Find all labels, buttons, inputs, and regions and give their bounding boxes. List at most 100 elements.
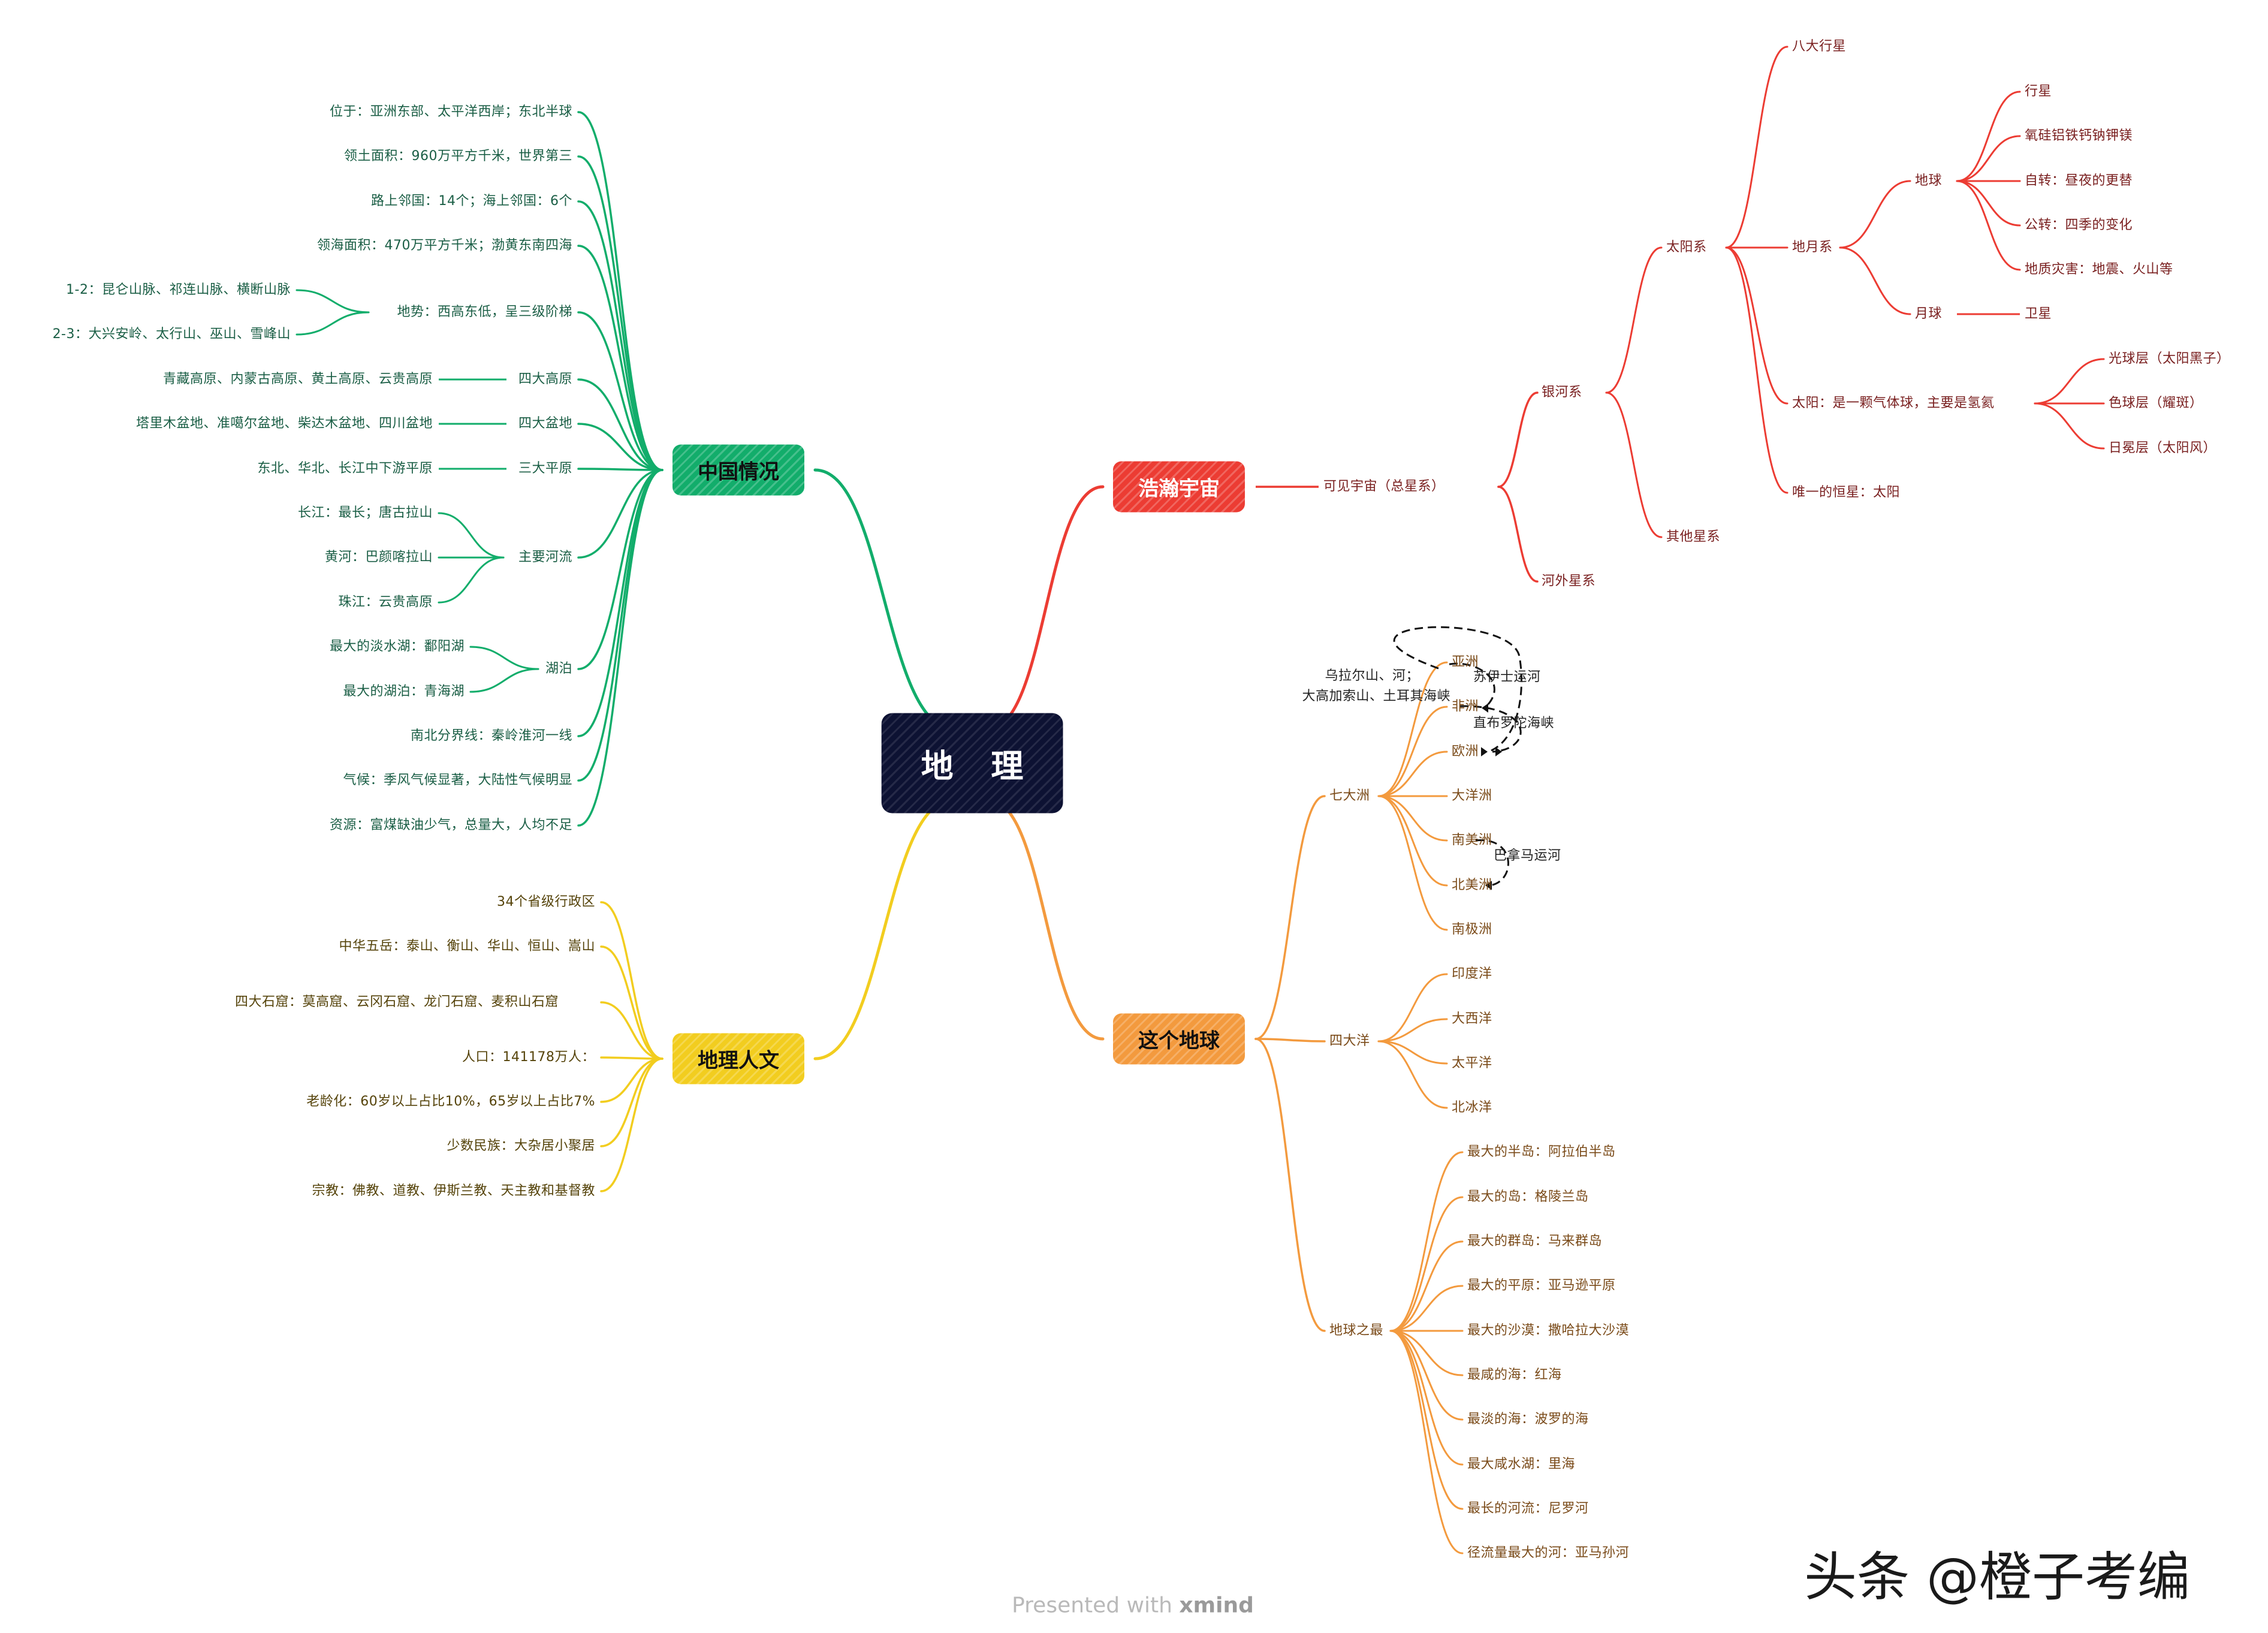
earth-disasters[interactable]: 地质灾害：地震、火山等 (2025, 262, 2173, 277)
sun-corona[interactable]: 日冕层（太阳风） (2109, 441, 2217, 456)
china-climate[interactable]: 气候：季风气候显著，大陆性气候明显 (343, 773, 572, 788)
uni-only-star[interactable]: 唯一的恒星：太阳 (1792, 485, 1901, 500)
earth-planet[interactable]: 行星 (2025, 84, 2052, 99)
connector-earth-group (1254, 795, 1326, 1040)
lake-poyang[interactable]: 最大的淡水湖：鄱阳湖 (329, 639, 465, 654)
hum-minorities[interactable]: 少数民族：大杂居小聚居 (447, 1138, 595, 1153)
record-island[interactable]: 最大的岛：格陵兰岛 (1467, 1189, 1589, 1204)
note-panama[interactable]: 巴拿马运河 (1494, 848, 1561, 863)
uni-visible[interactable]: 可见宇宙（总星系） (1323, 479, 1445, 494)
sun-chromosphere[interactable]: 色球层（耀斑） (2109, 396, 2203, 411)
china-plateaus[interactable]: 四大高原 (518, 372, 572, 387)
china-plains[interactable]: 三大平原 (518, 461, 572, 476)
plateaus-list[interactable]: 青藏高原、内蒙古高原、黄土高原、云贵高原 (162, 372, 433, 387)
connector-record (1389, 1330, 1464, 1421)
moon-satellite[interactable]: 卫星 (2025, 306, 2052, 321)
ocean-atlantic[interactable]: 大西洋 (1452, 1011, 1492, 1026)
uni-sun[interactable]: 太阳：是一颗气体球，主要是氢氦 (1792, 396, 1995, 411)
note-suez[interactable]: 苏伊士运河 (1473, 670, 1541, 685)
earth-continents[interactable]: 七大洲 (1329, 788, 1370, 803)
connector-china-item (577, 469, 663, 670)
continent-africa[interactable]: 非洲 (1452, 699, 1479, 714)
earth-records[interactable]: 地球之最 (1329, 1323, 1384, 1338)
earth-revolution[interactable]: 公转：四季的变化 (2025, 218, 2133, 233)
uni-solar-system[interactable]: 太阳系 (1666, 240, 1707, 255)
topic-humanities[interactable]: 地理人文 (672, 1033, 804, 1084)
connector-earth-moon (1839, 180, 1911, 249)
sun-photosphere[interactable]: 光球层（太阳黑子） (2109, 351, 2230, 366)
uni-earth-moon[interactable]: 地月系 (1792, 240, 1833, 255)
hum-provinces[interactable]: 34个省级行政区 (497, 894, 595, 909)
china-resources[interactable]: 资源：富煤缺油少气，总量大，人均不足 (329, 818, 572, 833)
hum-population[interactable]: 人口：141178万人： (462, 1050, 595, 1065)
china-area[interactable]: 领土面积：960万平方千米，世界第三 (344, 149, 572, 164)
china-basins[interactable]: 四大盆地 (518, 416, 572, 431)
central-topic[interactable]: 地 理 (881, 713, 1063, 814)
continent-asia[interactable]: 亚洲 (1452, 655, 1479, 670)
record-archipelago[interactable]: 最大的群岛：马来群岛 (1467, 1234, 1603, 1249)
uni-eight-planets[interactable]: 八大行星 (1792, 39, 1847, 54)
relationship-suez (1449, 662, 1495, 709)
hum-religion[interactable]: 宗教：佛教、道教、伊斯兰教、天主教和基督教 (312, 1183, 595, 1198)
ocean-arctic[interactable]: 北冰洋 (1452, 1100, 1492, 1115)
earth-oceans[interactable]: 四大洋 (1329, 1034, 1370, 1049)
connector-earth-group (1254, 1038, 1326, 1043)
hum-aging[interactable]: 老龄化：60岁以上占比10%，65岁以上占比7% (306, 1094, 595, 1109)
lake-qinghai[interactable]: 最大的湖泊：青海湖 (343, 684, 465, 699)
continent-oceania[interactable]: 大洋洲 (1452, 788, 1492, 803)
connector-continent (1377, 795, 1448, 931)
record-saltiest-sea[interactable]: 最咸的海：红海 (1467, 1367, 1562, 1382)
continent-antarctica[interactable]: 南极洲 (1452, 922, 1492, 937)
note-asia-europe-line1[interactable]: 乌拉尔山、河； (1325, 668, 1419, 683)
earth-rotation[interactable]: 自转：昼夜的更替 (2025, 173, 2133, 188)
connector-china-item (577, 155, 663, 471)
record-longest-river[interactable]: 最长的河流：尼罗河 (1467, 1501, 1589, 1516)
earth-elements[interactable]: 氧硅铝铁钙钠钾镁 (2025, 128, 2133, 143)
uni-other-systems[interactable]: 其他星系 (1666, 529, 1721, 544)
continent-south-america[interactable]: 南美洲 (1452, 833, 1492, 848)
china-location[interactable]: 位于：亚洲东部、太平洋西岸；东北半球 (329, 104, 572, 119)
record-peninsula[interactable]: 最大的半岛：阿拉伯半岛 (1467, 1144, 1616, 1159)
connector-ocean (1377, 973, 1448, 1043)
record-plain[interactable]: 最大的平原：亚马逊平原 (1467, 1278, 1616, 1293)
china-rivers[interactable]: 主要河流 (518, 550, 572, 565)
record-freshest-sea[interactable]: 最淡的海：波罗的海 (1467, 1412, 1589, 1427)
note-gibraltar[interactable]: 直布罗陀海峡 (1473, 716, 1555, 731)
china-neighbors[interactable]: 路上邻国：14个；海上邻国：6个 (371, 194, 572, 209)
connector-continent (1377, 795, 1448, 842)
continent-europe[interactable]: 欧洲 (1452, 744, 1479, 759)
river-changjiang[interactable]: 长江：最长；唐古拉山 (297, 505, 433, 520)
uni-extragalactic[interactable]: 河外星系 (1542, 574, 1596, 589)
china-lakes[interactable]: 湖泊 (545, 661, 572, 676)
terrain-step-1-2[interactable]: 1-2：昆仑山脉、祁连山脉、横断山脉 (66, 282, 291, 297)
hum-grottoes[interactable]: 四大石窟：莫高窟、云冈石窟、龙门石窟、麦积山石窟 (235, 995, 559, 1010)
connector-china-item (577, 468, 663, 471)
uni-milky-way[interactable]: 银河系 (1542, 385, 1582, 400)
hum-five-mountains[interactable]: 中华五岳：泰山、衡山、华山、恒山、嵩山 (339, 939, 595, 954)
note-asia-europe-line2[interactable]: 大高加索山、土耳其海峡 (1302, 689, 1450, 704)
topic-china[interactable]: 中国情况 (672, 444, 804, 496)
plains-list[interactable]: 东北、华北、长江中下游平原 (257, 461, 433, 476)
china-dividing-line[interactable]: 南北分界线：秦岭淮河一线 (410, 728, 572, 743)
topic-earth[interactable]: 这个地球 (1113, 1013, 1245, 1065)
basins-list[interactable]: 塔里木盆地、准噶尔盆地、柴达木盆地、四川盆地 (135, 416, 433, 431)
ocean-pacific[interactable]: 太平洋 (1452, 1056, 1492, 1071)
footer-brand: xmind (1179, 1593, 1254, 1618)
river-huanghe[interactable]: 黄河：巴颜喀拉山 (324, 550, 433, 565)
connector-record (1389, 1330, 1464, 1510)
uni-moon[interactable]: 月球 (1915, 306, 1943, 321)
continent-north-america[interactable]: 北美洲 (1452, 878, 1492, 893)
connector-galaxy (1497, 391, 1539, 488)
terrain-step-2-3[interactable]: 2-3：大兴安岭、太行山、巫山、雪峰山 (52, 327, 291, 342)
river-zhujiang[interactable]: 珠江：云贵高原 (338, 595, 433, 610)
record-desert[interactable]: 最大的沙漠：撒哈拉大沙漠 (1467, 1323, 1630, 1338)
record-salt-lake[interactable]: 最大咸水湖：里海 (1467, 1457, 1576, 1472)
uni-earth[interactable]: 地球 (1915, 173, 1943, 188)
china-terrain[interactable]: 地势：西高东低，呈三级阶梯 (397, 305, 572, 320)
connector-galaxy (1497, 486, 1539, 583)
record-largest-runoff[interactable]: 径流量最大的河：亚马孙河 (1467, 1545, 1630, 1560)
topic-universe[interactable]: 浩瀚宇宙 (1113, 461, 1245, 513)
china-sea-area[interactable]: 领海面积：470万平方千米；渤黄东南四海 (317, 238, 572, 253)
ocean-indian[interactable]: 印度洋 (1452, 966, 1492, 981)
